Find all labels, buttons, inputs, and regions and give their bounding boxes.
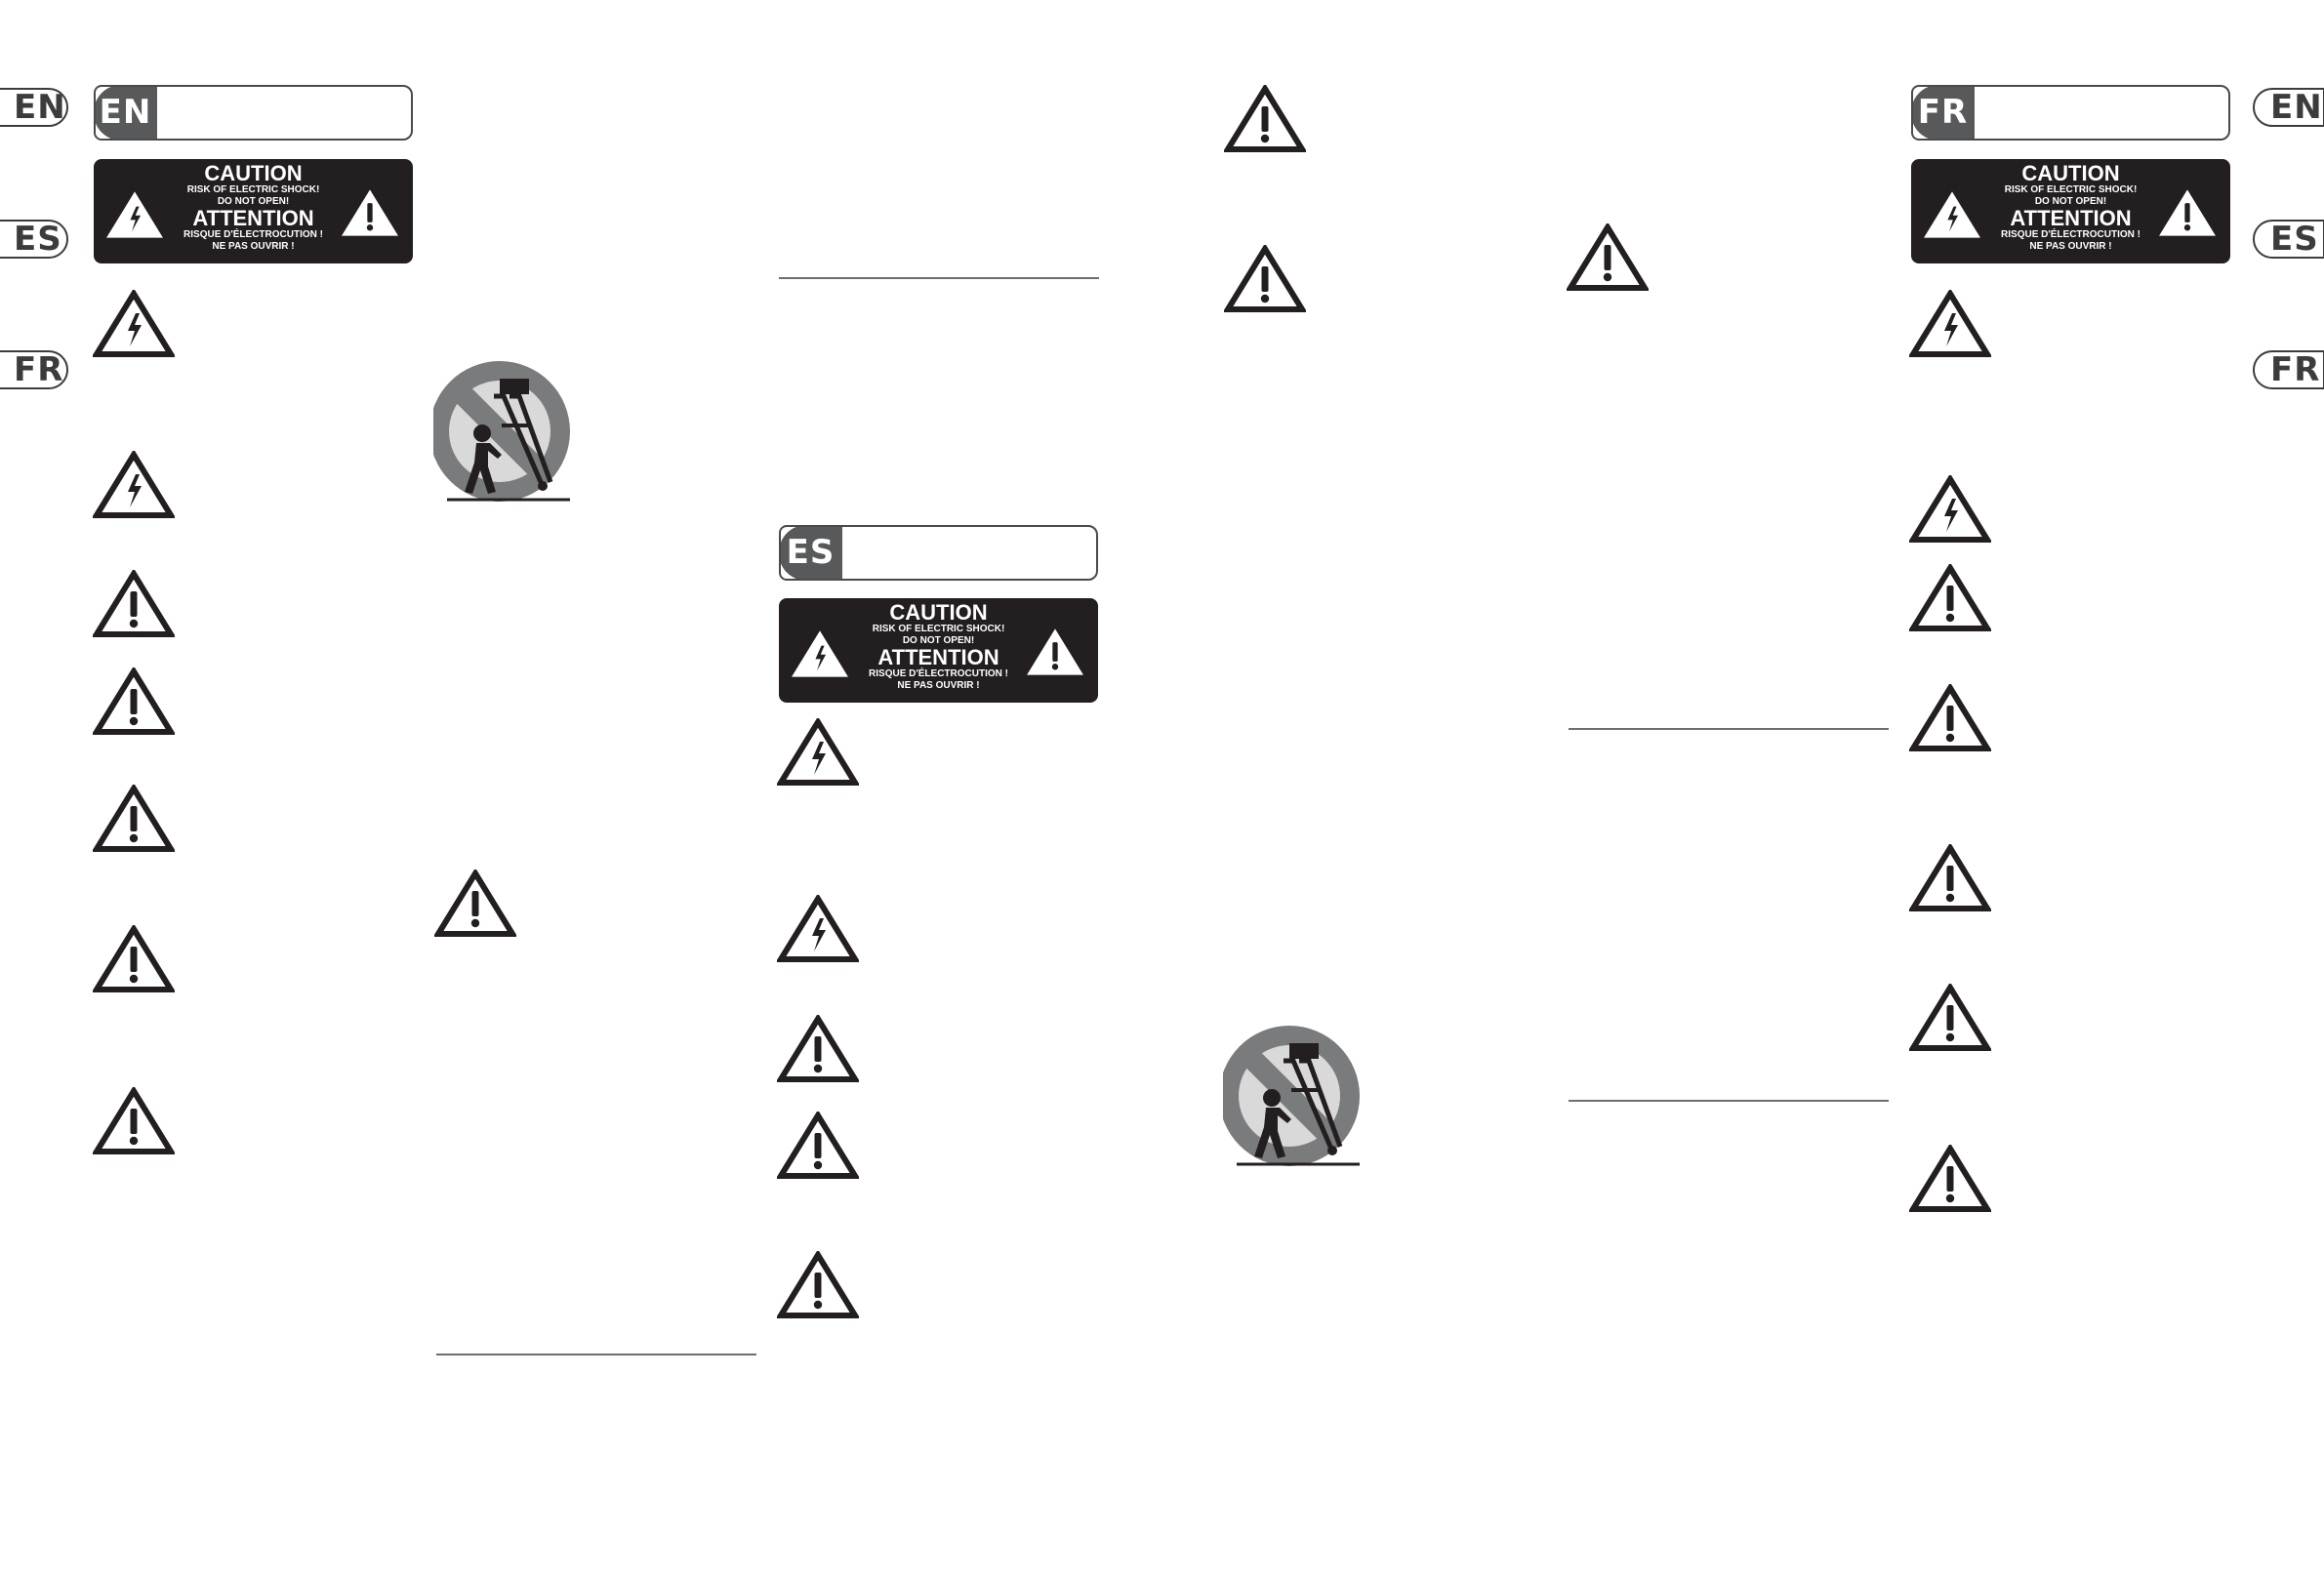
- exclamation-warning-icon: [93, 570, 175, 638]
- exclamation-warning-icon: [777, 1015, 859, 1083]
- section-divider: [1569, 1100, 1889, 1102]
- exclamation-warning-icon: [1909, 844, 1991, 912]
- section-header-fr: FR: [1911, 85, 2230, 141]
- exclamation-warning-icon: [93, 667, 175, 736]
- attention-sub2: NE PAS OUVRIR !: [897, 680, 980, 691]
- attention-title: ATTENTION: [877, 645, 999, 669]
- caution-title: CAUTION: [204, 161, 303, 185]
- exclamation-warning-icon: [339, 182, 401, 243]
- caution-label-en: CAUTION RISK OF ELECTRIC SHOCK! DO NOT O…: [94, 159, 413, 263]
- shock-warning-icon: [103, 184, 166, 245]
- shock-warning-icon: [93, 290, 175, 358]
- caution-sub2: DO NOT OPEN!: [217, 196, 290, 207]
- shock-warning-icon: [93, 451, 175, 519]
- exclamation-warning-icon: [2156, 182, 2219, 243]
- exclamation-warning-icon: [1909, 984, 1991, 1052]
- side-tab-fr[interactable]: FR: [0, 350, 68, 389]
- exclamation-warning-icon: [1024, 622, 1086, 682]
- caution-sub1: RISK OF ELECTRIC SHOCK!: [186, 184, 320, 195]
- section-divider: [1569, 728, 1889, 730]
- caution-sub1: RISK OF ELECTRIC SHOCK!: [2004, 184, 2138, 195]
- side-tab-en-right[interactable]: EN: [2253, 88, 2324, 127]
- section-divider: [436, 1354, 756, 1355]
- exclamation-warning-icon: [1224, 245, 1306, 313]
- caution-sub2: DO NOT OPEN!: [2034, 196, 2107, 207]
- section-divider: [779, 277, 1099, 279]
- exclamation-warning-icon: [1567, 223, 1649, 292]
- exclamation-warning-icon: [1224, 85, 1306, 153]
- shock-warning-icon: [789, 624, 851, 684]
- side-tab-es[interactable]: ES: [0, 220, 68, 259]
- side-tab-en[interactable]: EN: [0, 88, 68, 127]
- attention-sub1: RISQUE D'ÉLECTROCUTION !: [2001, 229, 2141, 240]
- attention-title: ATTENTION: [2010, 206, 2132, 230]
- shock-warning-icon: [777, 895, 859, 963]
- caution-title: CAUTION: [2021, 161, 2120, 185]
- attention-sub2: NE PAS OUVRIR !: [2029, 241, 2112, 252]
- attention-sub1: RISQUE D'ÉLECTROCUTION !: [183, 229, 323, 240]
- section-header-es: ES: [779, 525, 1098, 581]
- caution-sub1: RISK OF ELECTRIC SHOCK!: [872, 624, 1005, 634]
- exclamation-warning-icon: [93, 1087, 175, 1155]
- shock-warning-icon: [777, 718, 859, 787]
- exclamation-warning-icon: [1909, 684, 1991, 752]
- exclamation-warning-icon: [777, 1251, 859, 1319]
- attention-title: ATTENTION: [192, 206, 314, 230]
- no-cart-tipover-icon: [433, 357, 572, 515]
- side-tab-fr-right[interactable]: FR: [2253, 350, 2324, 389]
- exclamation-warning-icon: [93, 785, 175, 853]
- caution-label-es: CAUTION RISK OF ELECTRIC SHOCK! DO NOT O…: [779, 598, 1098, 703]
- no-cart-tipover-icon: [1223, 1022, 1362, 1180]
- language-badge-es: ES: [781, 527, 842, 579]
- caution-title: CAUTION: [889, 600, 988, 625]
- shock-warning-icon: [1909, 290, 1991, 358]
- shock-warning-icon: [1921, 184, 1983, 245]
- attention-sub2: NE PAS OUVRIR !: [212, 241, 295, 252]
- attention-sub1: RISQUE D'ÉLECTROCUTION !: [869, 668, 1008, 679]
- exclamation-warning-icon: [434, 869, 516, 938]
- exclamation-warning-icon: [1909, 564, 1991, 632]
- shock-warning-icon: [1909, 475, 1991, 544]
- exclamation-warning-icon: [93, 925, 175, 993]
- exclamation-warning-icon: [1909, 1145, 1991, 1213]
- language-badge-fr: FR: [1913, 87, 1975, 139]
- exclamation-warning-icon: [777, 1112, 859, 1180]
- language-badge-en: EN: [96, 87, 157, 139]
- caution-label-fr: CAUTION RISK OF ELECTRIC SHOCK! DO NOT O…: [1911, 159, 2230, 263]
- side-tab-es-right[interactable]: ES: [2253, 220, 2324, 259]
- caution-sub2: DO NOT OPEN!: [902, 635, 975, 646]
- section-header-en: EN: [94, 85, 413, 141]
